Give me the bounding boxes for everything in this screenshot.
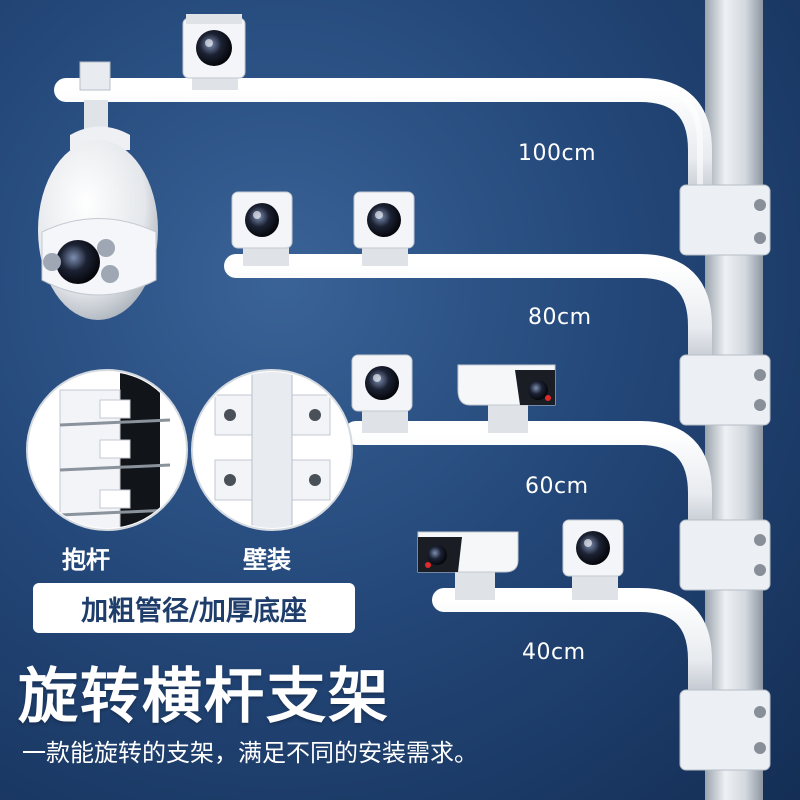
detail-circle-wall-mount	[191, 369, 353, 531]
box-camera-icon	[182, 14, 246, 90]
box-camera-icon	[562, 519, 624, 600]
arm-length-label-60cm: 60cm	[525, 474, 589, 499]
box-camera-icon	[351, 354, 413, 433]
arm-length-label-40cm: 40cm	[522, 640, 586, 665]
bracket-arm-100cm	[54, 78, 771, 256]
arm-length-label-80cm: 80cm	[528, 305, 592, 330]
page-subtitle: 一款能旋转的支架，满足不同的安装需求。	[22, 739, 478, 767]
box-camera-icon	[231, 191, 293, 266]
bracket-arm-80cm	[224, 254, 771, 426]
page-title: 旋转横杆支架	[18, 662, 390, 732]
bullet-camera-icon	[457, 364, 556, 433]
arm-length-label-100cm: 100cm	[518, 141, 597, 166]
bracket-arm-60cm	[344, 421, 771, 591]
feature-badge: 加粗管径/加厚底座	[33, 583, 355, 633]
box-camera-icon	[353, 191, 415, 266]
ptz-dome-camera-icon	[38, 61, 158, 320]
bullet-camera-icon	[417, 531, 519, 600]
detail-caption-wall-mount: 壁装	[243, 546, 291, 574]
bracket-arm-40cm	[432, 588, 771, 771]
detail-caption-pole-mount: 抱杆	[62, 546, 110, 574]
detail-circle-pole-mount	[26, 369, 188, 531]
